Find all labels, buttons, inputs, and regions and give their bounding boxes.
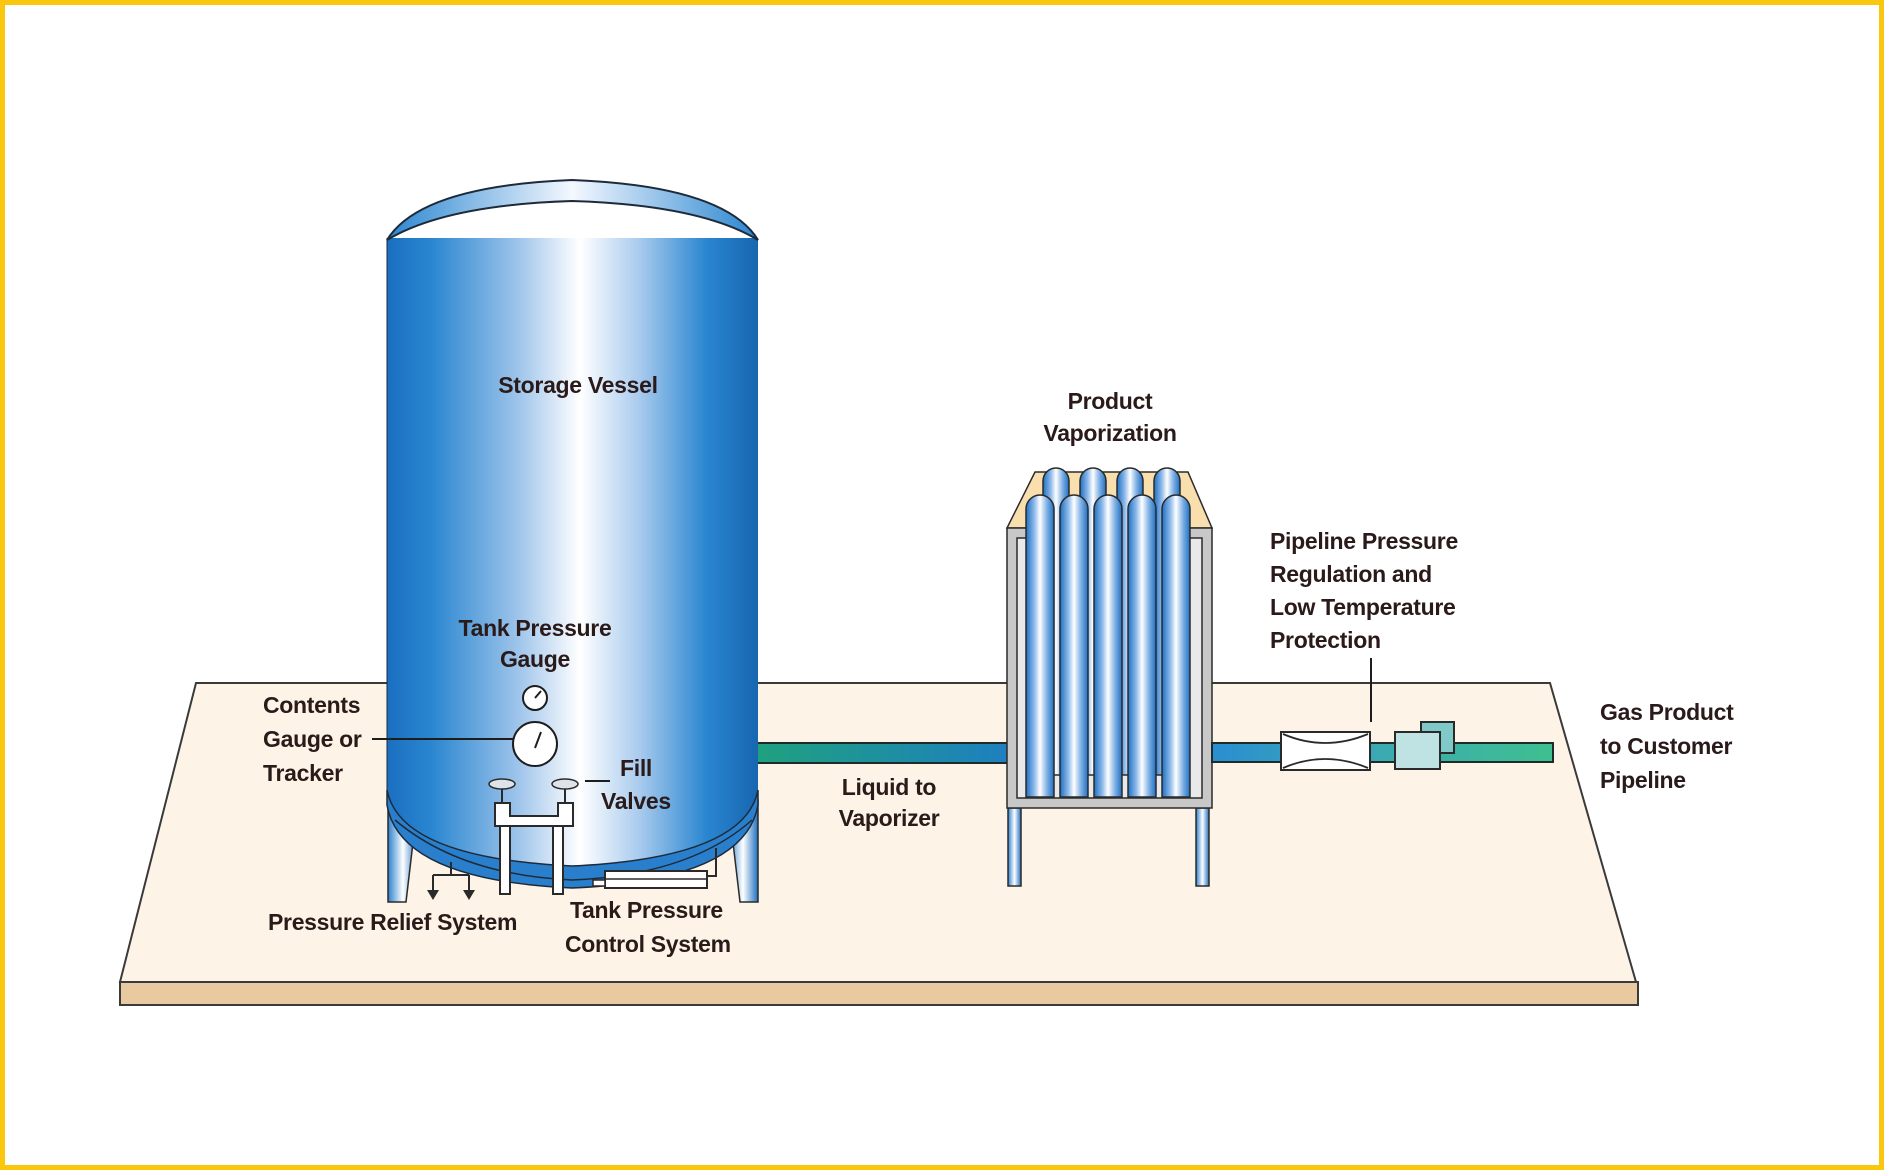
vaporizer-front-tubes: [1025, 494, 1191, 798]
label-storage-vessel: Storage Vessel: [498, 372, 657, 398]
label-tank-pressure-gauge-1: Tank Pressure: [459, 615, 612, 641]
platform-edge: [119, 981, 1639, 1006]
label-gas-product-1: Gas Product: [1600, 699, 1734, 725]
label-pipeline-regulation-3: Low Temperature: [1270, 594, 1456, 620]
label-contents-gauge-2: Gauge or: [263, 726, 362, 752]
contents-gauge: [512, 721, 558, 767]
pressure-regulator: [1280, 731, 1371, 771]
vaporizer-tube-front-2: [1059, 494, 1089, 798]
vaporizer-tube-front-3: [1093, 494, 1123, 798]
label-product-vaporization-2: Vaporization: [1043, 420, 1176, 446]
vaporizer-tube-front-5: [1161, 494, 1191, 798]
label-gas-product-3: Pipeline: [1600, 767, 1686, 793]
tank-body: [387, 238, 758, 880]
label-pressure-control-2: Control System: [565, 931, 731, 957]
pressure-control-coil: [592, 848, 717, 889]
gas-pipe: [1211, 742, 1554, 763]
label-contents-gauge-3: Tracker: [263, 760, 343, 786]
label-tank-pressure-gauge-2: Gauge: [500, 646, 570, 672]
vaporizer-tube-front-4: [1127, 494, 1157, 798]
vaporizer-tube-front-1: [1025, 494, 1055, 798]
fill-valves: [488, 778, 579, 895]
tank-pressure-gauge: [522, 685, 548, 711]
tank-bottom-rim: [386, 789, 759, 889]
label-product-vaporization-1: Product: [1068, 388, 1153, 414]
label-gas-product-2: to Customer: [1600, 733, 1733, 759]
label-pipeline-regulation-4: Protection: [1270, 627, 1381, 653]
label-liquid-to-vaporizer-1: Liquid to: [842, 774, 937, 800]
label-fill-valves-2: Valves: [601, 788, 671, 814]
label-pressure-relief: Pressure Relief System: [268, 909, 517, 935]
label-fill-valves-1: Fill: [620, 755, 652, 781]
low-temperature-valve: [1394, 721, 1455, 770]
tank-bottom-line: [394, 819, 753, 881]
label-pressure-control-1: Tank Pressure: [570, 897, 723, 923]
label-pipeline-regulation-1: Pipeline Pressure: [1270, 528, 1458, 554]
label-pipeline-regulation-2: Regulation and: [1270, 561, 1432, 587]
tank-dome: [386, 178, 759, 241]
vaporizer: [1005, 467, 1214, 887]
pressure-relief-arrows: [427, 862, 475, 900]
label-liquid-to-vaporizer-2: Vaporizer: [839, 805, 940, 831]
storage-vessel: [386, 178, 759, 903]
liquid-pipe: [739, 742, 1011, 764]
label-contents-gauge-1: Contents: [263, 692, 360, 718]
